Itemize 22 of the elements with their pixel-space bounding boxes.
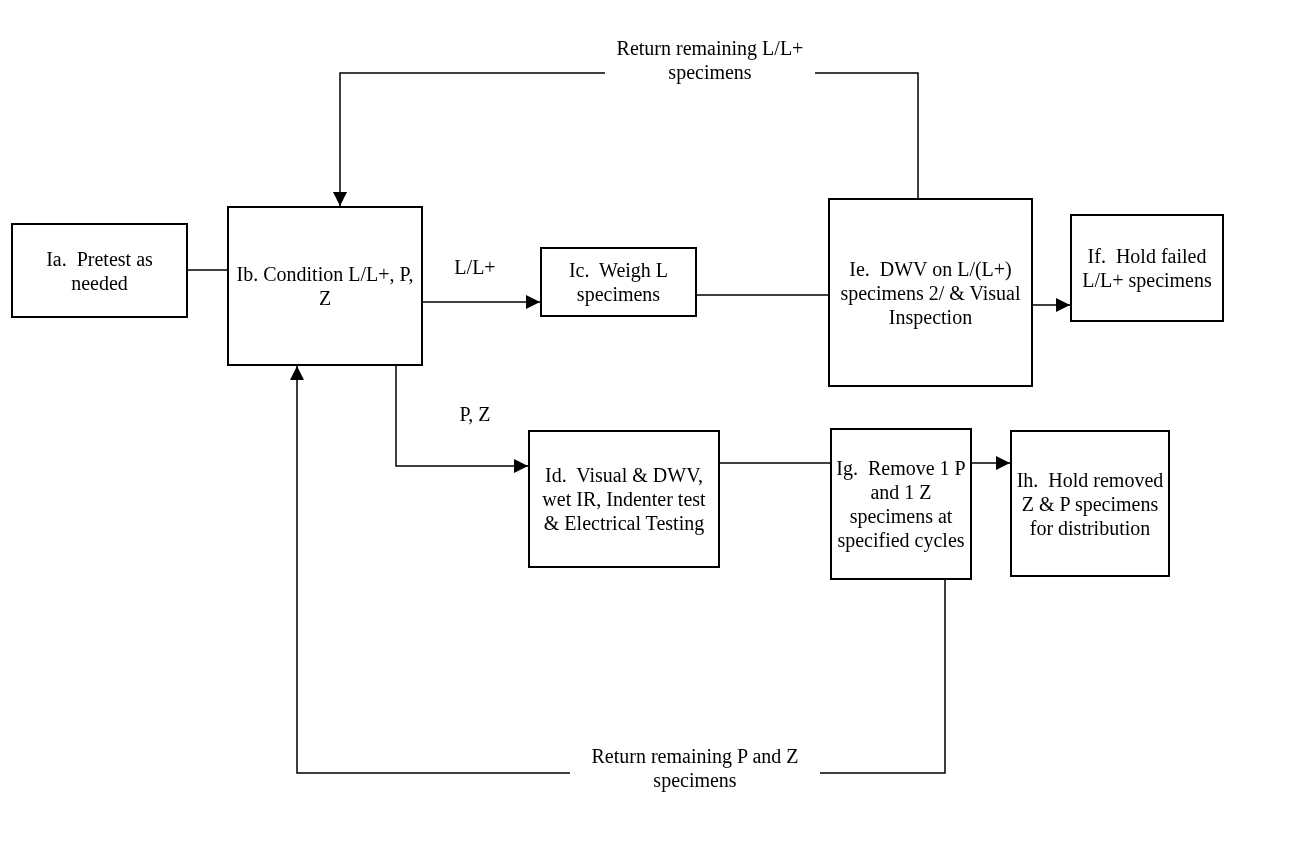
connector-arrow [395, 365, 529, 473]
box-text: Id. Visual & DWV, wet IR, Indenter test & Electrical Testing [541, 463, 707, 535]
process-box [540, 247, 697, 317]
edge-label: P, Z [458, 402, 492, 426]
box-text: If. Hold failed L/L+ specimens [1081, 244, 1213, 292]
process-box [1010, 430, 1170, 577]
process-box [1070, 214, 1224, 322]
edge-label: L/L+ [453, 255, 497, 279]
process-box [528, 430, 720, 568]
connector-arrow [971, 456, 1011, 470]
box-text: Ih. Hold removed Z & P specimens for distribution [1016, 467, 1164, 540]
box-text: Ia. Pretest as needed [45, 246, 154, 295]
process-box [11, 223, 188, 318]
connector-arrow [422, 295, 541, 309]
box-text: Ic. Weigh L specimens [567, 258, 670, 306]
process-box [227, 206, 423, 366]
connector-arrow [1032, 298, 1071, 312]
process-box [830, 428, 972, 580]
process-box [828, 198, 1033, 387]
box-text: Ie. DWV on L/(L+) specimens 2/ & Visual Inspection [839, 256, 1022, 329]
box-text: Ib. Condition L/L+, P, Z [235, 262, 415, 310]
box-text: Ig. Remove 1 P and 1 Z specimens at specified cycles [836, 456, 966, 552]
